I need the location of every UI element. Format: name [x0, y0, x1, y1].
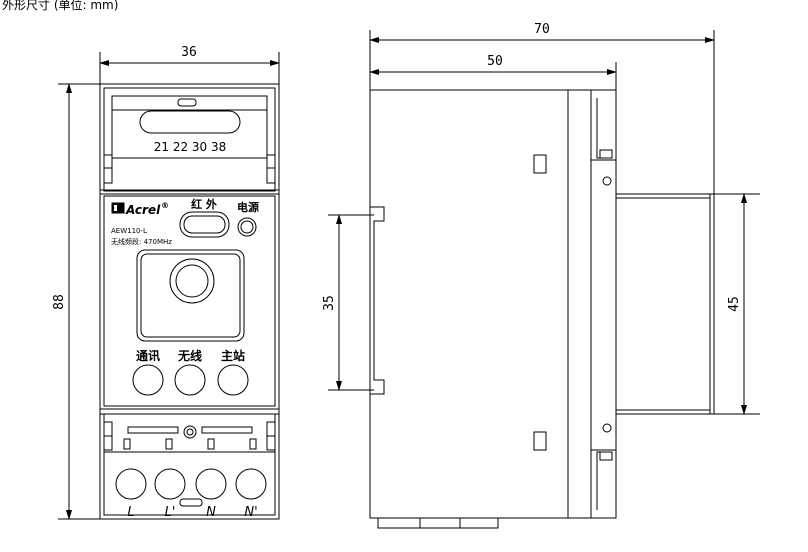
face-plate	[103, 195, 276, 407]
screw-slot-left	[127, 426, 179, 434]
top-screw-icon	[602, 176, 612, 186]
overall-depth-value: 70	[534, 22, 550, 37]
top-cover	[103, 87, 276, 192]
body-depth-value: 50	[487, 54, 503, 69]
brand-logo: Acrel ®	[111, 201, 169, 217]
top-vent	[533, 154, 547, 174]
seal-screw-icon	[183, 425, 197, 439]
din-clip	[370, 206, 385, 395]
power-led-inner	[240, 220, 254, 234]
step-height-value: 45	[727, 296, 742, 312]
rail-dimension: 35	[322, 214, 372, 391]
terminal-tab-4	[249, 438, 257, 450]
side-outline	[369, 89, 715, 519]
bottom-vent	[533, 431, 547, 451]
power-led	[237, 217, 257, 237]
step-height-dimension: 45	[714, 193, 760, 415]
indicator-led-master	[217, 364, 249, 396]
rail-value: 35	[322, 295, 337, 311]
infrared-window-inner	[183, 215, 226, 234]
indicator-label-comm: 通讯	[136, 348, 160, 363]
main-button-inner	[175, 264, 209, 298]
bottom-latch-icon	[179, 498, 203, 507]
front-view: 36 88 21 22 30 38 Acrel	[52, 45, 280, 520]
indicator-led-comm	[132, 364, 164, 396]
top-latch-icon	[177, 98, 197, 107]
ct-sizes: 21 22 30 38	[154, 140, 227, 154]
registered-mark: ®	[161, 201, 169, 210]
infrared-window	[179, 211, 230, 238]
power-label: 电源	[237, 200, 259, 214]
indicator-label-master: 主站	[221, 348, 245, 363]
overall-depth-dimension: 70	[369, 22, 715, 194]
button-frame	[136, 249, 245, 342]
terminal-block	[103, 413, 276, 516]
base-foot	[377, 517, 499, 529]
body-depth-dimension: 50	[369, 54, 617, 90]
terminal-N-prime	[235, 468, 267, 500]
right-clip-top	[266, 154, 276, 184]
model-label: AEW110-L	[111, 227, 147, 235]
front-height-value: 88	[52, 294, 67, 310]
bottom-screw-icon	[602, 423, 612, 433]
terminal-L	[115, 468, 147, 500]
front-height-dimension: 88	[52, 83, 100, 520]
indicator-label-wireless: 无线	[177, 348, 202, 363]
terminal-label-N: N	[206, 505, 216, 520]
bottom-hinge	[599, 451, 613, 461]
ct-window	[111, 95, 268, 159]
brand-name: Acrel	[125, 203, 161, 217]
side-view: 70 50 35 45	[322, 22, 760, 529]
terminal-label-L-prime: L'	[165, 505, 176, 520]
front-outline	[99, 83, 280, 520]
infrared-label: 红 外	[191, 197, 217, 211]
terminal-label-N-prime: N'	[244, 505, 257, 520]
indicator-led-wireless	[174, 364, 206, 396]
terminal-L-prime	[154, 468, 186, 500]
terminal-label-L: L	[127, 505, 134, 520]
top-hinge	[599, 149, 613, 159]
front-width-dimension: 36	[99, 45, 280, 84]
terminal-tab-1	[123, 438, 131, 450]
diagram-caption: 外形尺寸 (单位: mm)	[2, 0, 119, 12]
main-button	[169, 258, 215, 304]
ct-hole	[139, 110, 241, 134]
screw-slot-right	[201, 426, 253, 434]
left-clip-top	[103, 154, 113, 184]
terminal-tab-2	[165, 438, 173, 450]
front-width-value: 36	[181, 45, 197, 60]
frequency-label: 无线频段: 470MHz	[111, 237, 172, 246]
terminal-N	[195, 468, 227, 500]
terminal-tab-3	[207, 438, 215, 450]
